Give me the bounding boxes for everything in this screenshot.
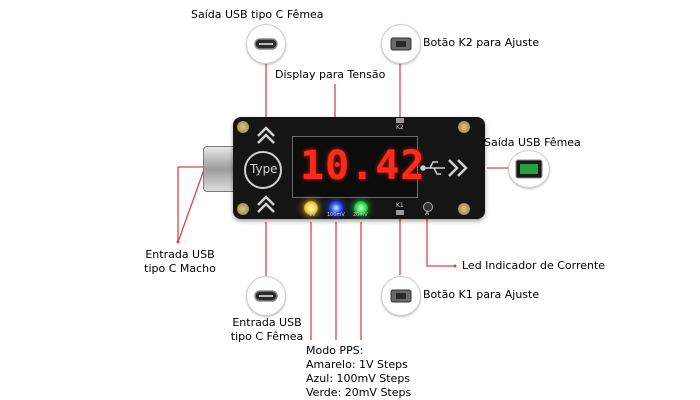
leader-current-led xyxy=(426,213,455,267)
k2-button-icon xyxy=(381,24,421,64)
k2-marking: K2 xyxy=(396,124,404,131)
led-yellow-marking: 1V xyxy=(309,212,316,218)
pps-green: Verde: 20mV Steps xyxy=(306,386,412,399)
type-c-logo xyxy=(244,151,282,189)
current-led xyxy=(423,202,433,212)
pps-blue: Azul: 100mV Steps xyxy=(306,372,411,385)
label-usb-c-female-in-line1: Entrada USB xyxy=(232,316,302,329)
k1-button-marker xyxy=(396,210,404,215)
label-usb-c-female-out: Saída USB tipo C Fêmea xyxy=(191,8,324,21)
label-usb-c-female-in-line2: tipo C Fêmea xyxy=(230,330,304,343)
display-readout: 10.42 xyxy=(300,143,426,189)
usb-a-port-icon xyxy=(508,150,550,188)
label-usb-c-male-in: Entrada USB tipo C Macho xyxy=(135,248,225,276)
usb-symbol-icon xyxy=(420,161,445,175)
screw-hole xyxy=(458,203,470,215)
current-led-marking: A xyxy=(425,210,430,217)
type-c-logo-text: Type xyxy=(250,162,278,176)
pps-yellow: Amarelo: 1V Steps xyxy=(306,358,408,371)
pps-title: Modo PPS: xyxy=(306,344,364,357)
label-usb-c-male-in-line1: Entrada USB xyxy=(145,248,215,261)
label-usb-c-male-in-line2: tipo C Macho xyxy=(144,262,216,275)
label-current-led: Led Indicador de Corrente xyxy=(462,259,606,272)
display-frame xyxy=(292,136,418,198)
led-green-marking: 20mV xyxy=(353,212,368,218)
screw-hole xyxy=(458,121,470,133)
k1-button-icon xyxy=(381,276,421,316)
screw-hole xyxy=(237,121,249,133)
led-yellow xyxy=(304,201,318,215)
usb-c-port-icon xyxy=(246,24,286,64)
label-usb-female-out: Saída USB Fêmea xyxy=(484,136,581,149)
label-usb-c-female-in: Entrada USB tipo C Fêmea xyxy=(222,316,312,344)
k2-button-marker xyxy=(396,118,404,123)
led-blue-marking: 100mV xyxy=(327,212,345,218)
label-k2-button: Botão K2 para Ajuste xyxy=(423,36,540,49)
usb-c-port-icon xyxy=(246,276,286,316)
led-blue xyxy=(329,201,343,215)
label-pps-mode: Modo PPS: Amarelo: 1V Steps Azul: 100mV … xyxy=(306,344,411,400)
screw-hole xyxy=(237,203,249,215)
label-display: Display para Tensão xyxy=(275,68,386,81)
k1-marking: K1 xyxy=(396,202,404,209)
led-green xyxy=(354,201,368,215)
label-k1-button: Botão K1 para Ajuste xyxy=(423,288,540,301)
